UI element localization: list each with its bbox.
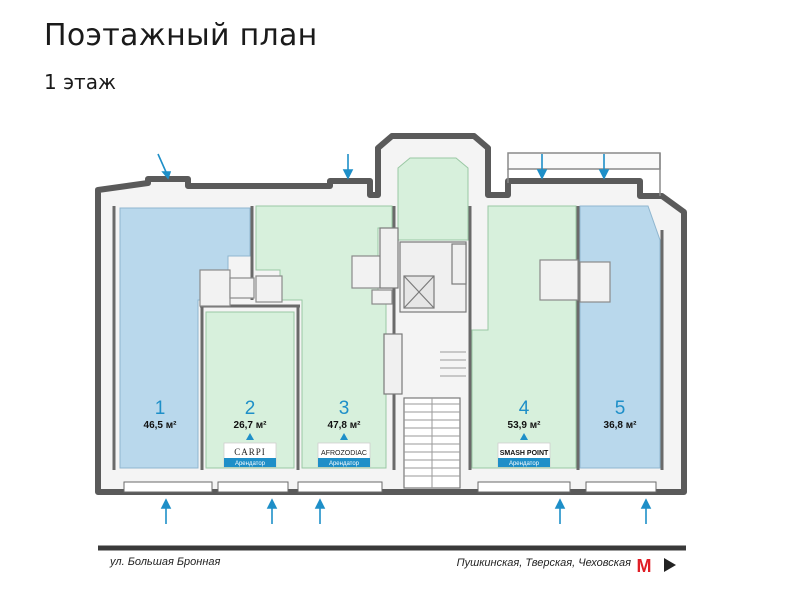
unit-2-marker-icon — [246, 433, 254, 440]
page-title: Поэтажный план — [44, 18, 318, 53]
service-rooms — [199, 255, 611, 307]
arrow-right-icon — [664, 558, 676, 572]
unit-4-number: 4 — [519, 398, 530, 419]
unit-2-tenant-name: CARPI — [234, 447, 266, 457]
unit-3-tenant-note: Арендатор — [329, 461, 360, 467]
unit-4-marker-icon — [520, 433, 528, 440]
unit-3-tenant-name: AFROZODIAC — [321, 450, 367, 457]
unit-2-tenant-note: Арендатор — [235, 461, 266, 467]
unit-4-area-label: 53,9 м² — [508, 420, 542, 431]
unit-1-area-label: 46,5 м² — [144, 420, 178, 431]
unit-2-area-label: 26,7 м² — [234, 420, 268, 431]
unit-1-number: 1 — [155, 398, 166, 419]
stair-core — [379, 227, 467, 489]
stair-steps — [404, 351, 466, 488]
unit-4-tenant-name: SMASH POINT — [500, 450, 549, 457]
unit-2-number: 2 — [245, 398, 256, 419]
street-name: ул. Большая Бронная — [110, 556, 221, 568]
unit-2-area[interactable] — [205, 311, 295, 469]
unit-3-number: 3 — [339, 398, 350, 419]
windows-bottom — [123, 481, 657, 493]
metro-stations: Пушкинская, Тверская, Чеховская — [456, 557, 631, 569]
unit-5-area-label: 36,8 м² — [604, 420, 638, 431]
central-hall — [397, 157, 469, 241]
unit-3-marker-icon — [340, 433, 348, 440]
unit-4-tenant-note: Арендатор — [509, 461, 540, 467]
metro-logo-icon: М — [637, 556, 652, 576]
unit-5-number: 5 — [615, 398, 626, 419]
unit-3-area-label: 47,8 м² — [328, 420, 362, 431]
entrance-arrows-bottom — [160, 498, 652, 524]
floor-label: 1 этаж — [44, 70, 116, 94]
entrance-arrows-top — [157, 153, 610, 180]
